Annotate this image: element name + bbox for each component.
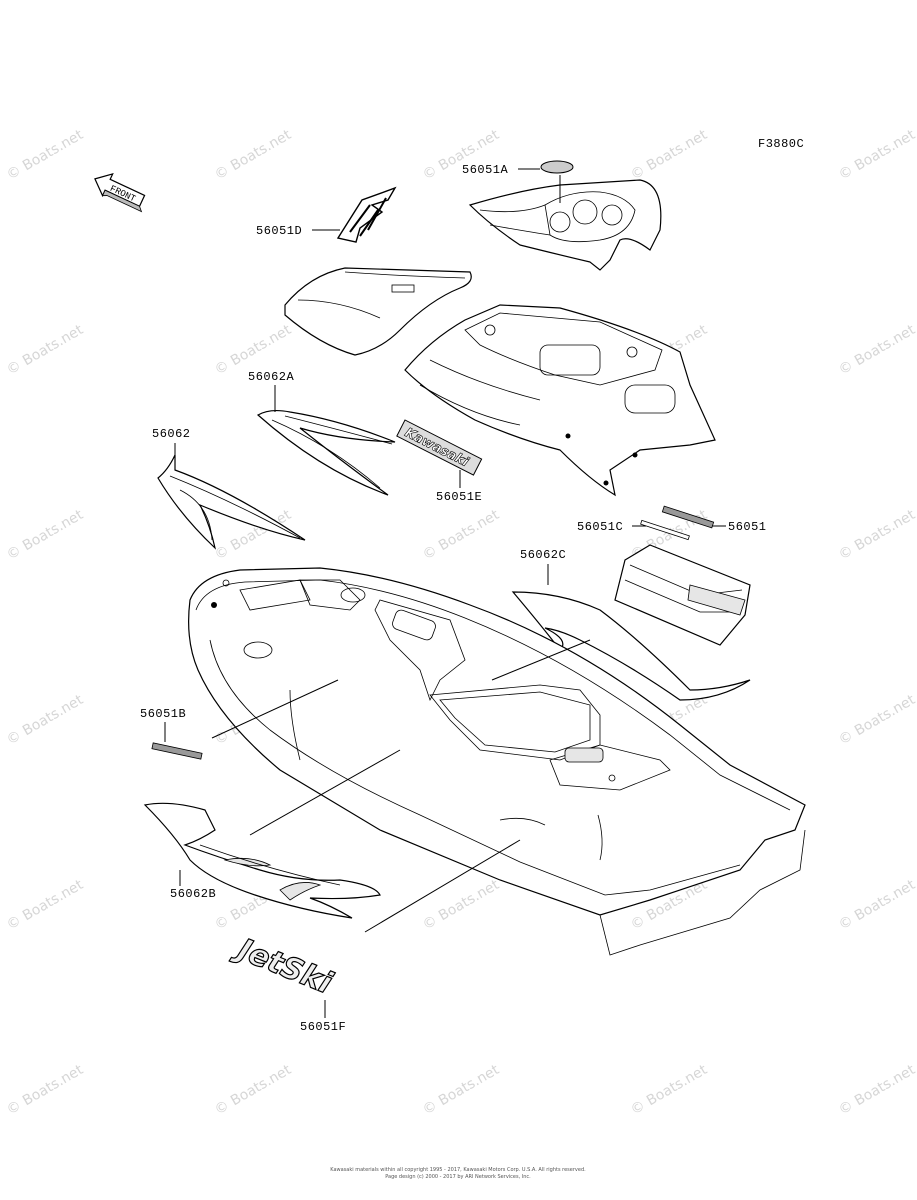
- watermark-text: © Boats.net: [628, 1062, 710, 1119]
- label-56062B: 56062B: [170, 887, 216, 901]
- front-hood: [284, 267, 472, 356]
- watermark-text: © Boats.net: [420, 1062, 502, 1119]
- decal-56051: [661, 505, 715, 529]
- watermark-text: © Boats.net: [836, 877, 917, 934]
- watermark-text: © Boats.net: [628, 127, 710, 184]
- watermark-text: © Boats.net: [4, 507, 86, 564]
- jetski-decal-text: JetSki: [228, 930, 337, 1001]
- watermark-text: © Boats.net: [212, 1062, 294, 1119]
- watermark-text: © Boats.net: [4, 1062, 86, 1119]
- watermark-text: © Boats.net: [4, 692, 86, 749]
- footer-line-1: Kawasaki materials within all copyright …: [330, 1167, 586, 1173]
- figure-code: F3880C: [758, 137, 804, 151]
- watermark-text: © Boats.net: [836, 127, 917, 184]
- decal-56051B: [151, 742, 203, 760]
- decal-56051F: JetSki: [228, 930, 338, 1002]
- watermark-text: © Boats.net: [836, 322, 917, 379]
- label-56062C: 56062C: [520, 548, 566, 562]
- decal-56051D: [336, 186, 397, 243]
- label-56051D: 56051D: [256, 224, 302, 238]
- hull-deck: [188, 567, 806, 956]
- instrument-console: [404, 304, 716, 497]
- watermark-text: © Boats.net: [836, 692, 917, 749]
- label-56051C: 56051C: [577, 520, 623, 534]
- watermark-text: © Boats.net: [836, 507, 917, 564]
- label-56062A: 56062A: [248, 370, 295, 384]
- watermark-text: © Boats.net: [420, 507, 502, 564]
- decal-56051C: [640, 519, 690, 541]
- decal-56051A: [540, 160, 574, 174]
- watermark-text: © Boats.net: [4, 877, 86, 934]
- decal-56051E: Kawasaki: [396, 419, 483, 476]
- label-56051: 56051: [728, 520, 767, 534]
- watermark-text: © Boats.net: [4, 127, 86, 184]
- decal-56062C: [511, 591, 751, 701]
- label-56062: 56062: [152, 427, 191, 441]
- decal-56062: [157, 454, 306, 550]
- label-56051F: 56051F: [300, 1020, 346, 1034]
- storage-lid: [614, 544, 751, 646]
- label-56051A: 56051A: [462, 163, 509, 177]
- watermark-text: © Boats.net: [420, 877, 502, 934]
- front-arrow-icon: FRONT: [94, 172, 146, 213]
- decal-56062A: [256, 409, 396, 496]
- watermark-text: © Boats.net: [4, 322, 86, 379]
- decal-56062B: [143, 802, 381, 919]
- label-56051E: 56051E: [436, 490, 482, 504]
- watermark-text: © Boats.net: [212, 127, 294, 184]
- watermark-text: © Boats.net: [836, 1062, 917, 1119]
- label-56051B: 56051B: [140, 707, 186, 721]
- footer-line-2: Page design (c) 2000 - 2017 by ARI Netwo…: [385, 1174, 531, 1180]
- instrument-cover: [468, 160, 662, 271]
